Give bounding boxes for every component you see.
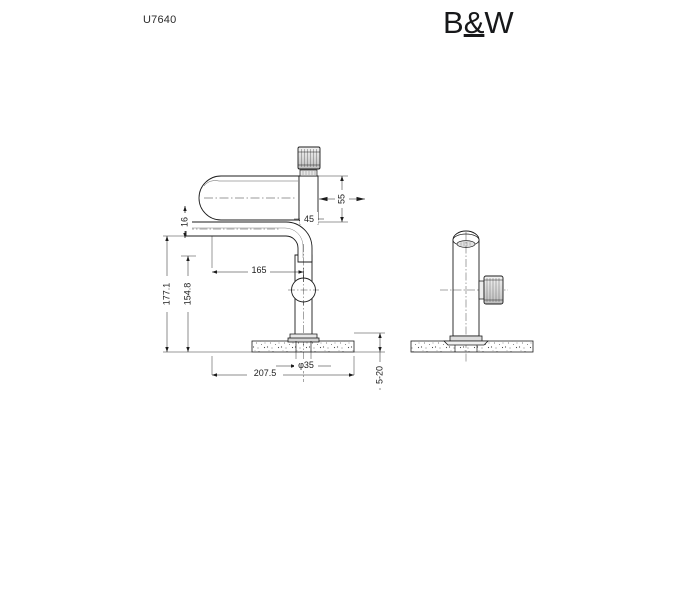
- dim-55-text: 55: [336, 194, 346, 204]
- dim-45-text: 45: [304, 214, 314, 224]
- brand-letter-b: B: [443, 5, 464, 40]
- dim-165-text: 165: [251, 265, 266, 275]
- faucet-side-view: [185, 221, 355, 382]
- brand-ampersand: &: [463, 5, 485, 40]
- dim-5-20-text: 5-20: [374, 366, 384, 384]
- model-code-label: U7640: [143, 14, 177, 26]
- dim-16-text: 16: [179, 217, 189, 227]
- brand-logo: B&W: [443, 6, 514, 40]
- dim-dia-35-text: φ35: [298, 360, 314, 370]
- spout-top-view: [198, 146, 321, 223]
- dim-207-5-text: 207.5: [254, 368, 277, 378]
- dim-154-8-text: 154.8: [182, 283, 192, 306]
- dim-177-1-text: 177.1: [161, 283, 171, 306]
- brand-letter-w: W: [484, 5, 514, 40]
- side-view-extension-lines: [163, 235, 385, 375]
- faucet-front-view: [410, 230, 534, 362]
